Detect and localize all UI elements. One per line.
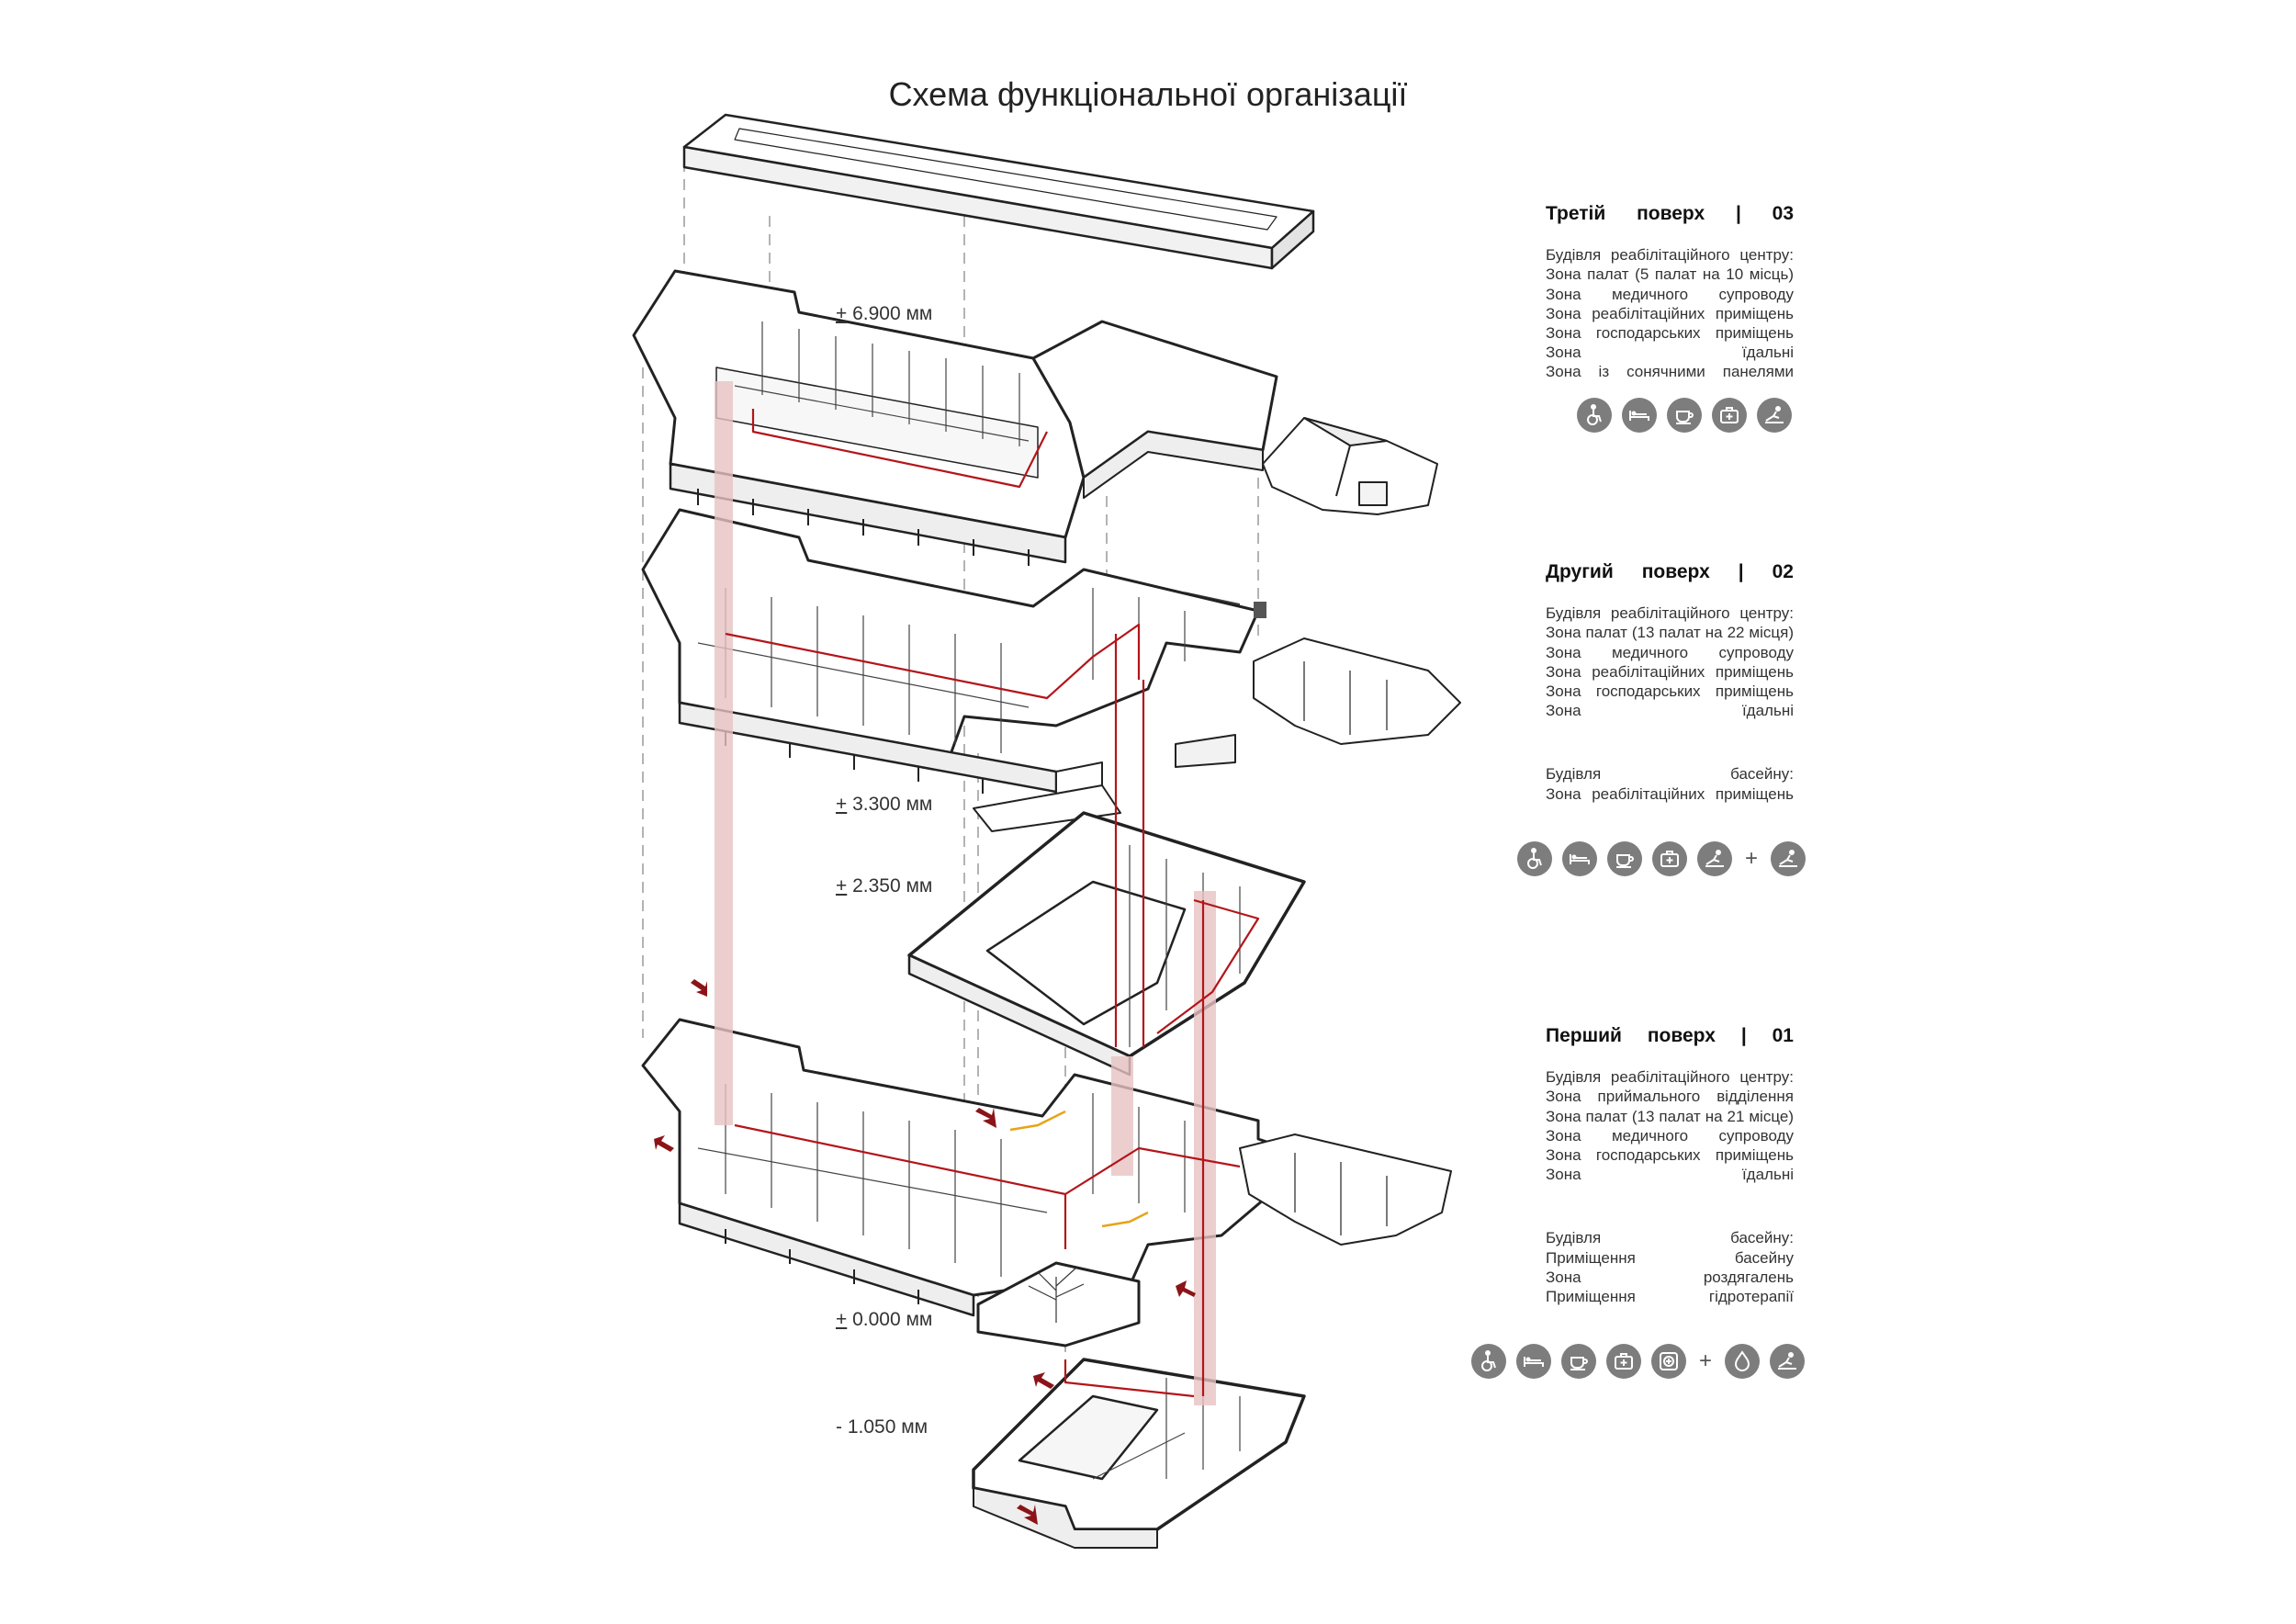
floor2-line: Будівля реабілітаційного центру:	[1546, 604, 1794, 623]
floor1-legend: Перший поверх | 01 Будівля реабілітаційн…	[1546, 1026, 1794, 1306]
floor3-line: Зона господарських приміщень	[1546, 324, 1794, 343]
floor1-pool-line: Приміщення гідротерапії	[1546, 1288, 1794, 1306]
outbuilding-lower	[1239, 1133, 1452, 1246]
wheelchair-icon	[1471, 1344, 1506, 1379]
wheelchair-icon	[1577, 398, 1612, 433]
water-drop-icon	[1725, 1344, 1760, 1379]
floor1-pool-line: Будівля басейну:	[1546, 1229, 1794, 1247]
pool-lower	[972, 1358, 1306, 1549]
floor2-heading: Другий поверх | 02	[1546, 561, 1794, 582]
floor2-line: Зона палат (13 палат на 22 місця)	[1546, 624, 1794, 642]
floor2-line: Зона медичного супроводу	[1546, 643, 1794, 661]
plus-sign: +	[1744, 846, 1758, 871]
page-title: Схема функціональної організації	[888, 75, 1408, 113]
stair-route	[1009, 1110, 1149, 1228]
plus-sign: +	[1698, 1348, 1712, 1373]
massage-icon	[1697, 841, 1732, 876]
floor1-line: Зона палат (13 палат на 21 місце)	[1546, 1107, 1794, 1125]
second-floor	[641, 508, 1266, 832]
floor1-line: Зона медичного супроводу	[1546, 1126, 1794, 1145]
medkit-icon	[1712, 398, 1747, 433]
floor3-line: Будівля реабілітаційного центру:	[1546, 246, 1794, 265]
floor1-heading: Перший поверх | 01	[1546, 1025, 1794, 1046]
floor3-legend: Третій поверх | 03 Будівля реабілітаційн…	[1546, 204, 1794, 382]
bed-icon	[1622, 398, 1657, 433]
cup-icon	[1667, 398, 1702, 433]
bed-icon	[1516, 1344, 1551, 1379]
floor3-line: Зона реабілітаційних приміщень	[1546, 304, 1794, 322]
vertical-shafts	[715, 381, 1216, 1405]
floor1-line: Зона приймального відділення	[1546, 1088, 1794, 1106]
floor1-pool-line: Приміщення басейну	[1546, 1248, 1794, 1267]
floor2-line: Зона господарських приміщень	[1546, 682, 1794, 701]
wheelchair-icon	[1517, 841, 1552, 876]
floor2-line: Зона реабілітаційних приміщень	[1546, 662, 1794, 681]
level-label-minus-1050: - 1.050 мм	[836, 1416, 929, 1438]
floor1-line: Зона господарських приміщень	[1546, 1146, 1794, 1165]
massage-icon	[1757, 398, 1792, 433]
floor3-line: Зона палат (5 палат на 10 місць)	[1546, 265, 1794, 284]
massage-icon	[1770, 1344, 1805, 1379]
level-label-3300: + 3.300 мм	[836, 794, 933, 815]
level-label-0000: + 0.000 мм	[836, 1309, 933, 1330]
reception-icon	[1651, 1344, 1686, 1379]
outbuilding-upper	[1262, 417, 1438, 515]
entrance-arrows	[654, 979, 1196, 1525]
floor1-line: Зона їдальні	[1546, 1166, 1794, 1184]
medkit-icon	[1606, 1344, 1641, 1379]
floor2-legend: Другий поверх | 02 Будівля реабілітаційн…	[1546, 562, 1794, 804]
cup-icon	[1561, 1344, 1596, 1379]
floor3-icons	[1577, 398, 1792, 433]
circulation-routes	[725, 409, 1260, 1398]
pool-upper-ring	[907, 811, 1306, 1077]
medkit-icon	[1652, 841, 1687, 876]
cup-icon	[1607, 841, 1642, 876]
level-label-6900: + 6.900 мм	[836, 303, 933, 324]
floor3-line: Зона їдальні	[1546, 344, 1794, 362]
floor3-heading: Третій поверх | 03	[1546, 203, 1794, 224]
floor2-pool-line: Зона реабілітаційних приміщень	[1546, 784, 1794, 803]
massage-icon	[1771, 841, 1806, 876]
floor3-line: Зона із сонячними панелями	[1546, 363, 1794, 381]
floor2-icons: +	[1517, 841, 1806, 876]
floor2-line: Зона їдальні	[1546, 702, 1794, 720]
floor2-pool-line: Будівля басейну:	[1546, 765, 1794, 784]
bed-icon	[1562, 841, 1597, 876]
floor1-pool-line: Зона роздягалень	[1546, 1268, 1794, 1286]
level-label-2350: + 2.350 мм	[836, 875, 933, 897]
floor1-icons: +	[1471, 1344, 1805, 1379]
roof-slab	[682, 113, 1315, 270]
floor3-line: Зона медичного супроводу	[1546, 285, 1794, 303]
floor1-line: Будівля реабілітаційного центру:	[1546, 1068, 1794, 1087]
first-floor	[641, 1018, 1315, 1348]
outbuilding-middle	[1253, 637, 1461, 745]
